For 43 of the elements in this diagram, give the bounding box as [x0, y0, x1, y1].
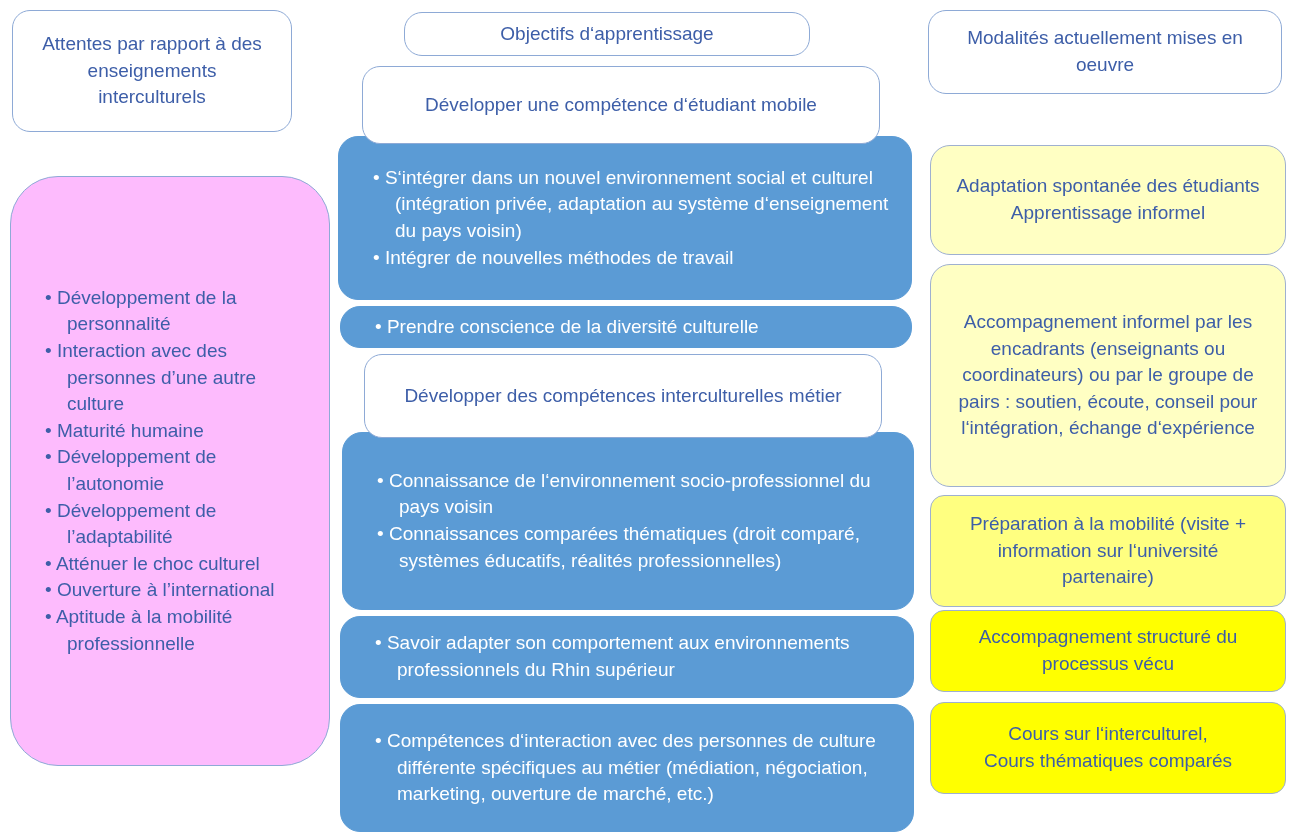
- bullet-item: • Savoir adapter son comportement aux environnements professionnels du Rhin supérieur: [374, 631, 851, 682]
- bullet-item: • Aptitude à la mobilité professionnelle: [44, 604, 234, 656]
- heading-box: [12, 10, 292, 132]
- bullet-item: • Développement de l’autonomie: [44, 445, 218, 496]
- modality-box: [930, 495, 1286, 607]
- expectations-box: [10, 176, 330, 766]
- box-text: Attentes par rapport à des enseignements interculturels: [41, 32, 263, 110]
- modality-box: [930, 264, 1286, 487]
- box-text: Modalités actuellement mises en oeuvre: [966, 26, 1244, 77]
- bullet-item: • Atténuer le choc culturel: [44, 551, 261, 576]
- objective-box: [340, 704, 914, 832]
- modality-box: [930, 702, 1286, 794]
- box-text: Accompagnement structuré du processus vécu: [977, 625, 1239, 676]
- box-text: Apprentissage informel: [1009, 201, 1207, 225]
- bullet-item: • Maturité humaine: [44, 418, 205, 443]
- modality-box: [930, 145, 1286, 255]
- heading-box: [928, 10, 1282, 94]
- box-text: Objectifs d‘apprentissage: [499, 21, 715, 46]
- box-text: Développer une compétence d‘étudiant mobile: [424, 92, 818, 117]
- bullet-item: • Intégrer de nouvelles méthodes de travail: [372, 245, 735, 270]
- bullet-item: • Connaissances comparées thématiques (droit comparé, systèmes éducatifs, réalités professionnelles): [376, 522, 861, 573]
- heading-box: [404, 12, 810, 56]
- box-text: Développer des compétences interculturelles métier: [403, 383, 843, 408]
- bullet-item: • S‘intégrer dans un nouvel environnement social et culturel (intégration privée, adaptation au système d‘enseignement du pays voisin): [372, 165, 889, 243]
- objective-box: [340, 306, 912, 348]
- bullet-item: • Ouverture à l’international: [44, 578, 276, 603]
- bullet-item: • Connaissance de l‘environnement socio-professionnel du pays voisin: [376, 468, 872, 520]
- bullet-item: • Interaction avec des personnes d’une autre culture: [44, 339, 258, 417]
- box-text: Cours thématiques comparés: [982, 749, 1234, 773]
- subheading-box: [364, 354, 882, 438]
- objective-box: [340, 616, 914, 698]
- bullet-item: • Développement de l’adaptabilité: [44, 498, 218, 550]
- objective-box: [342, 432, 914, 610]
- bullet-item: • Développement de la personnalité: [44, 285, 238, 337]
- objective-box: [338, 136, 912, 300]
- box-text: Adaptation spontanée des étudiants: [955, 174, 1261, 199]
- bullet-item: • Compétences d‘interaction avec des personnes de culture différente spécifiques au métier (médiation, négociation, marketing, ouverture de marché, etc.): [374, 729, 877, 807]
- box-text: Accompagnement informel par les encadrants (enseignants ou coordinateurs) ou par le groupe de pairs : soutien, écoute, conseil pour l‘intégration, échange d‘expérience: [957, 310, 1259, 441]
- box-text: Cours sur l‘interculturel,: [1007, 722, 1209, 747]
- bullet-item: • Prendre conscience de la diversité culturelle: [374, 314, 760, 339]
- subheading-box: [362, 66, 880, 144]
- box-text: Préparation à la mobilité (visite + information sur l‘université partenaire): [968, 512, 1248, 590]
- modality-box: [930, 610, 1286, 692]
